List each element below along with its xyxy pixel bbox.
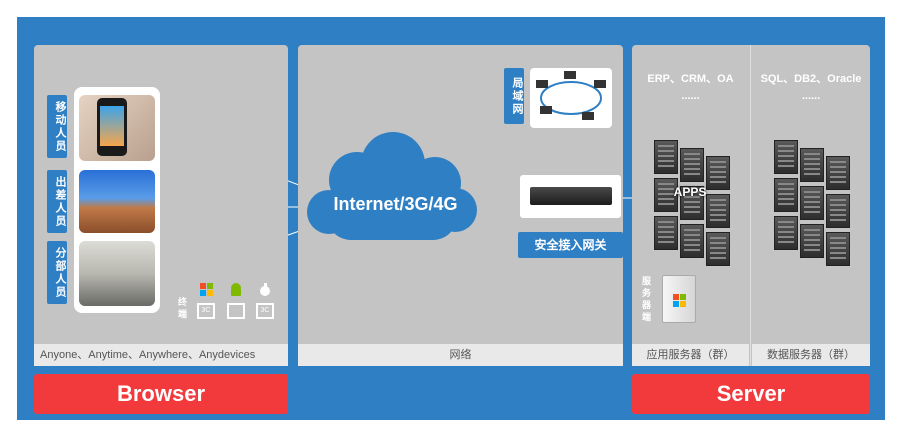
network-footer: 网络 — [298, 344, 623, 366]
db-server-footer: 数据服务器（群） — [752, 344, 870, 366]
gateway-appliance-icon — [530, 187, 612, 205]
office-photo — [79, 241, 155, 306]
server-end-label: 服务器端 — [642, 276, 652, 322]
role-label-branch: 分部人员 — [47, 241, 67, 304]
mobile-user-photo — [79, 95, 155, 161]
apple-icon — [257, 283, 273, 299]
laptop-device-icon: 3C — [256, 303, 274, 319]
gateway-device — [520, 175, 621, 218]
browser-footer: Anyone、Anytime、Anywhere、Anydevices — [34, 344, 288, 366]
android-icon — [228, 283, 244, 299]
tablet-device-icon — [227, 303, 245, 319]
server-divider — [750, 45, 751, 366]
browser-panel: Anyone、Anytime、Anywhere、Anydevices — [34, 45, 288, 366]
db-column-more: ...... — [801, 90, 821, 102]
role-label-mobile: 移动人员 — [47, 95, 67, 158]
app-server-footer: 应用服务器（群） — [632, 344, 749, 366]
lan-diagram — [530, 68, 612, 128]
app-column-more: ...... — [681, 90, 700, 102]
gateway-label: 安全接入网关 — [518, 232, 623, 258]
phone-image — [97, 98, 127, 156]
lan-label: 局域网 — [504, 68, 524, 124]
db-column-title: SQL、DB2、Oracle — [760, 73, 862, 85]
role-label-travel: 出差人员 — [47, 170, 67, 233]
phone-device-icon: 3C — [197, 303, 215, 319]
terminal-label: 终端 — [178, 297, 188, 319]
traveler-photo — [79, 170, 155, 233]
browser-button[interactable]: Browser — [34, 374, 288, 414]
app-column-title: ERP、CRM、OA — [647, 73, 734, 85]
server-tower-icon — [662, 275, 696, 323]
apps-label: APPS — [673, 185, 707, 199]
windows-icon — [199, 283, 215, 299]
server-button[interactable]: Server — [632, 374, 870, 414]
cloud-label: Internet/3G/4G — [333, 194, 458, 214]
internet-cloud — [307, 132, 477, 240]
